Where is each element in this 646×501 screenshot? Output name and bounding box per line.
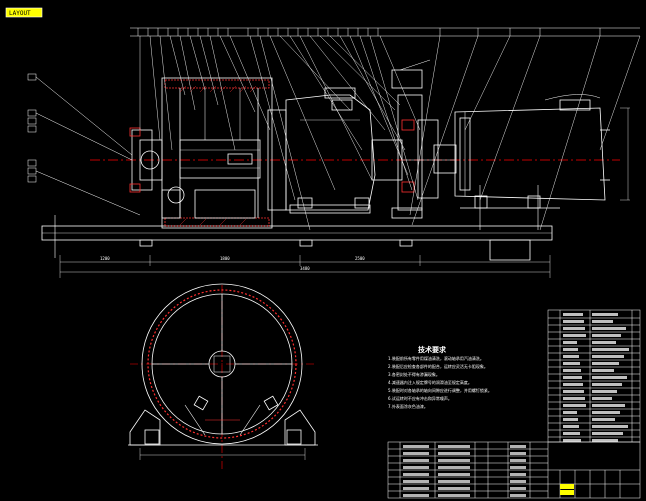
gear-reducer bbox=[267, 87, 376, 214]
technical-notes: 技术要求 1.装配前所有零件用煤油清洗，滚动轴承用汽油清洗。 2.装配后应检查各… bbox=[388, 345, 492, 409]
dimension-text-3: 2500 bbox=[355, 256, 365, 261]
notes-line-7: 7.外表面涂灰色油漆。 bbox=[388, 403, 428, 409]
anchor-bolts bbox=[54, 185, 539, 258]
notes-line-2: 2.装配后应检查各部件的配合，运转应灵活无卡阻现象。 bbox=[388, 363, 488, 369]
dimension-text-1: 1200 bbox=[100, 256, 110, 261]
elevation-view bbox=[27, 27, 640, 278]
notes-title: 技术要求 bbox=[418, 345, 447, 354]
electric-motor bbox=[454, 94, 610, 209]
shaft-coupling bbox=[371, 59, 457, 219]
dimension-text-2: 1800 bbox=[220, 256, 230, 261]
approval-stamp-b bbox=[560, 490, 574, 495]
left-callouts bbox=[27, 73, 141, 216]
drum-section-hatch bbox=[179, 85, 257, 226]
leader-lines bbox=[139, 35, 641, 231]
title-block bbox=[387, 441, 641, 499]
notes-line-6: 6.试运转时不应有冲击和异常噪声。 bbox=[388, 395, 452, 401]
dimension-text-4: 3480 bbox=[300, 266, 310, 271]
title-tab-label: LAYOUT bbox=[9, 10, 31, 17]
drawing-title-tab[interactable]: LAYOUT bbox=[5, 7, 43, 18]
dimension-texts: 1200 1800 2500 3480 bbox=[100, 256, 365, 271]
dimension-lines bbox=[59, 107, 630, 278]
drum-outer-rim bbox=[141, 283, 303, 445]
section-view bbox=[128, 283, 318, 470]
leader-label-row bbox=[130, 27, 640, 37]
parts-list-table bbox=[547, 309, 641, 443]
approval-stamp-a bbox=[560, 484, 574, 489]
notes-line-3: 3.各密封处不得有渗漏现象。 bbox=[388, 371, 440, 377]
notes-line-1: 1.装配前所有零件用煤油清洗，滚动轴承用汽油清洗。 bbox=[388, 355, 484, 361]
notes-line-5: 5.装配时对各轴承的轴向间隙应进行调整，并用螺钉锁紧。 bbox=[388, 387, 492, 393]
notes-line-4: 4.减速器内注入规定牌号的润滑油至规定高度。 bbox=[388, 379, 472, 385]
